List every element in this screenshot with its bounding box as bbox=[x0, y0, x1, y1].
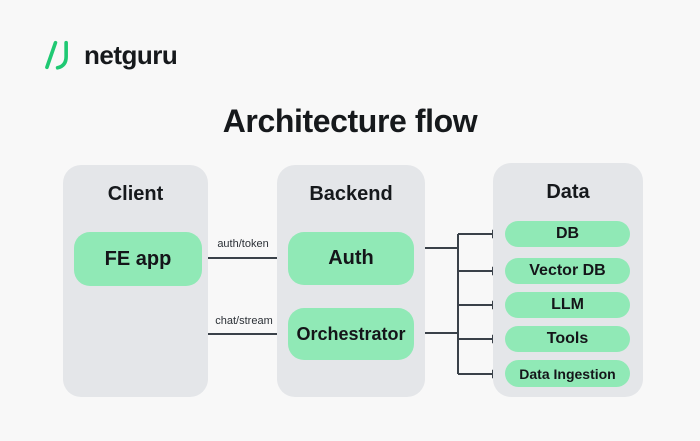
data-column-title: Data bbox=[546, 181, 590, 203]
logo-text: netguru bbox=[84, 40, 178, 70]
node-db: DB bbox=[505, 221, 630, 247]
page-title: Architecture flow bbox=[222, 103, 478, 139]
node-data-ingestion: Data Ingestion bbox=[505, 360, 630, 387]
node-fe-app: FE app bbox=[74, 232, 202, 286]
node-llm: LLM bbox=[505, 292, 630, 318]
node-auth: Auth bbox=[288, 232, 414, 285]
node-tools: Tools bbox=[505, 326, 630, 352]
node-orchestrator: Orchestrator bbox=[288, 308, 414, 360]
netguru-n-icon bbox=[45, 40, 68, 70]
backend-column-title: Backend bbox=[309, 183, 393, 205]
netguru-logo: netguru bbox=[40, 40, 178, 71]
edge-label-chat-stream: chat/stream bbox=[215, 315, 273, 327]
edge-label-auth-token: auth/token bbox=[217, 238, 269, 250]
node-vector-db: Vector DB bbox=[505, 258, 630, 284]
client-column-title: Client bbox=[107, 183, 164, 205]
